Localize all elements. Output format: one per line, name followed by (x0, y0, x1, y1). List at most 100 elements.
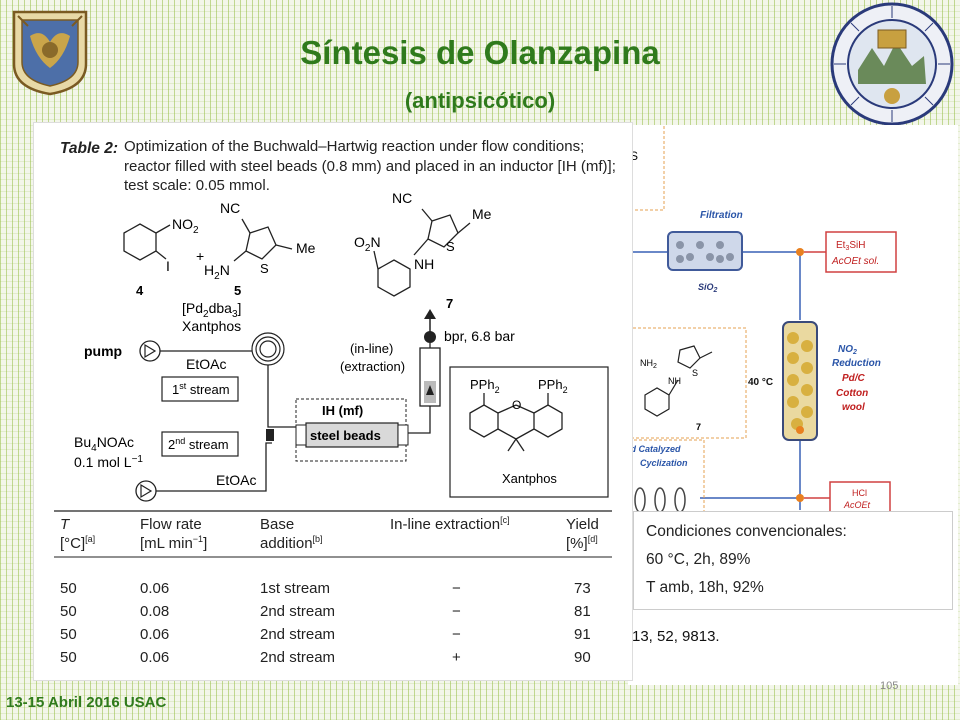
cell-extraction: − (452, 580, 461, 597)
reactor-coil (251, 332, 285, 366)
cell-base: 1st stream (260, 580, 330, 597)
buchwald-hartwig-table-figure: Table 2: Optimization of the Buchwald–Ha… (54, 138, 616, 666)
o2n-label: O2N (354, 234, 381, 254)
page-number: 105 (880, 680, 899, 692)
sio2-label: SiO2 (698, 282, 718, 294)
first-stream-label: 1st stream (172, 381, 230, 397)
h2n-label: H2N (204, 262, 230, 282)
col-flow-header-2: [mL min−1] (140, 534, 207, 552)
cotton-label: Cotton (836, 388, 868, 399)
s-label: S (692, 368, 698, 378)
hcl-label: HCl (852, 488, 867, 498)
pph2-right-label: PPh2 (538, 377, 568, 395)
filtration-label: Filtration (700, 210, 743, 221)
etoac-bottom-label: EtOAc (216, 472, 256, 488)
nh2-label: NH2 (640, 358, 657, 370)
catalyst-label: [Pd2dba3] (182, 300, 241, 320)
slide-subtitle: (antipsicótico) (404, 88, 556, 113)
no2-group-label: NO2 (172, 216, 199, 236)
conditions-line-2: T amb, 18h, 92% (646, 579, 764, 596)
usac-seal-logo (830, 2, 954, 126)
pdc-label: Pd/C (842, 373, 866, 384)
et3sih-label: Et3SiH (836, 240, 865, 252)
cell-yield: 81 (574, 603, 591, 620)
unam-crest-logo (12, 10, 88, 96)
col-yield-header-2: [%][d] (566, 534, 598, 552)
cyclization-label: Cyclization (640, 458, 688, 468)
acoet-label: AcOEt (843, 500, 871, 510)
acid-catalyzed-label: id Catalyzed (628, 444, 681, 454)
acoet-sol-label: AcOEt sol. (831, 256, 879, 267)
nh-label: NH (668, 376, 681, 386)
col-temp-header-1: T (60, 516, 71, 533)
nc-label-7: NC (392, 190, 412, 206)
no2-label: NO2 (838, 344, 857, 356)
me-label-5: Me (296, 240, 316, 256)
cell-temp: 50 (60, 626, 77, 643)
cell-extraction: + (452, 649, 461, 666)
caption-label: Table 2: (60, 140, 118, 157)
col-base-header-2: addition[b] (260, 534, 323, 552)
flow-scheme-diagram: S Filtration SiO2 Et3SiH AcOEt sol. 40 °… (619, 119, 897, 513)
footer-event-date: 13-15 Abril 2016 USAC (6, 694, 167, 711)
cell-flow: 0.06 (140, 649, 169, 666)
cell-flow: 0.08 (140, 603, 169, 620)
table-row: 50 0.06 2nd stream − 91 (60, 626, 591, 643)
pump-label: pump (84, 343, 122, 359)
caption-text: Optimization of the Buchwald–Hartwig rea… (124, 138, 616, 194)
table-body: 50 0.06 1st stream − 73 50 0.08 2nd stre… (60, 580, 591, 666)
bpr-label: bpr, 6.8 bar (444, 328, 515, 344)
wool-label: wool (842, 402, 865, 413)
cell-temp: 50 (60, 649, 77, 666)
ih-label: IH (mf) (322, 403, 363, 418)
nh-label-7: NH (414, 256, 434, 272)
compound-7-number: 7 (446, 296, 453, 311)
col-temp-header-2: [°C][a] (60, 534, 95, 552)
slide-title: Síntesis de Olanzapina (300, 34, 660, 71)
cell-extraction: − (452, 626, 461, 643)
cell-base: 2nd stream (260, 649, 335, 666)
cell-yield: 91 (574, 626, 591, 643)
inline-label-1: (in-line) (350, 341, 393, 356)
oxygen-label: O (512, 398, 521, 412)
s-label-5: S (260, 261, 269, 276)
cell-yield: 73 (574, 580, 591, 597)
compound-7-structure (373, 208, 471, 297)
cell-base: 2nd stream (260, 626, 335, 643)
table-row: 50 0.06 2nd stream + 90 (60, 649, 591, 666)
compound-4-number: 4 (136, 283, 144, 298)
second-stream-label: 2nd stream (168, 436, 229, 452)
nc-label-5: NC (220, 200, 240, 216)
cell-flow: 0.06 (140, 626, 169, 643)
xantphos-structure (469, 393, 563, 452)
cell-temp: 50 (60, 603, 77, 620)
col-base-header-1: Base (260, 516, 294, 533)
table-row: 50 0.06 1st stream − 73 (60, 580, 591, 597)
conditions-line-1: 60 °C, 2h, 89% (646, 551, 751, 568)
s-label-7: S (446, 239, 455, 254)
temperature-label: 40 °C (748, 377, 773, 388)
concentration-label: 0.1 mol L−1 (74, 454, 143, 470)
conditions-heading: Condiciones convencionales: (646, 523, 847, 540)
col-extraction-header: In-line extraction[c] (390, 515, 510, 533)
steel-beads-label: steel beads (310, 428, 381, 443)
compound-7-label: 7 (696, 422, 701, 432)
etoac-top-label: EtOAc (186, 356, 226, 372)
plus-sign: + (196, 248, 204, 264)
compound-4-structure (123, 223, 171, 261)
xantphos-name-label: Xantphos (502, 471, 557, 486)
conventional-conditions-box: Condiciones convencionales: 60 °C, 2h, 8… (633, 511, 953, 610)
reduction-label: Reduction (832, 358, 881, 369)
pph2-left-label: PPh2 (470, 377, 500, 395)
cell-extraction: − (452, 603, 461, 620)
table-row: 50 0.08 2nd stream − 81 (60, 603, 591, 620)
scheme-s-top-label: S (630, 149, 638, 163)
col-yield-header-1: Yield (566, 516, 599, 533)
cell-yield: 90 (574, 649, 591, 666)
bu4noac-label: Bu4NOAc (74, 434, 134, 454)
citation-fragment: 13, 52, 9813. (628, 626, 724, 647)
table-header: T [°C][a] Flow rate [mL min−1] Base addi… (60, 515, 599, 552)
table-figure-panel: Table 2: Optimization of the Buchwald–Ha… (33, 122, 633, 681)
cell-base: 2nd stream (260, 603, 335, 620)
iodo-label: I (166, 258, 170, 274)
